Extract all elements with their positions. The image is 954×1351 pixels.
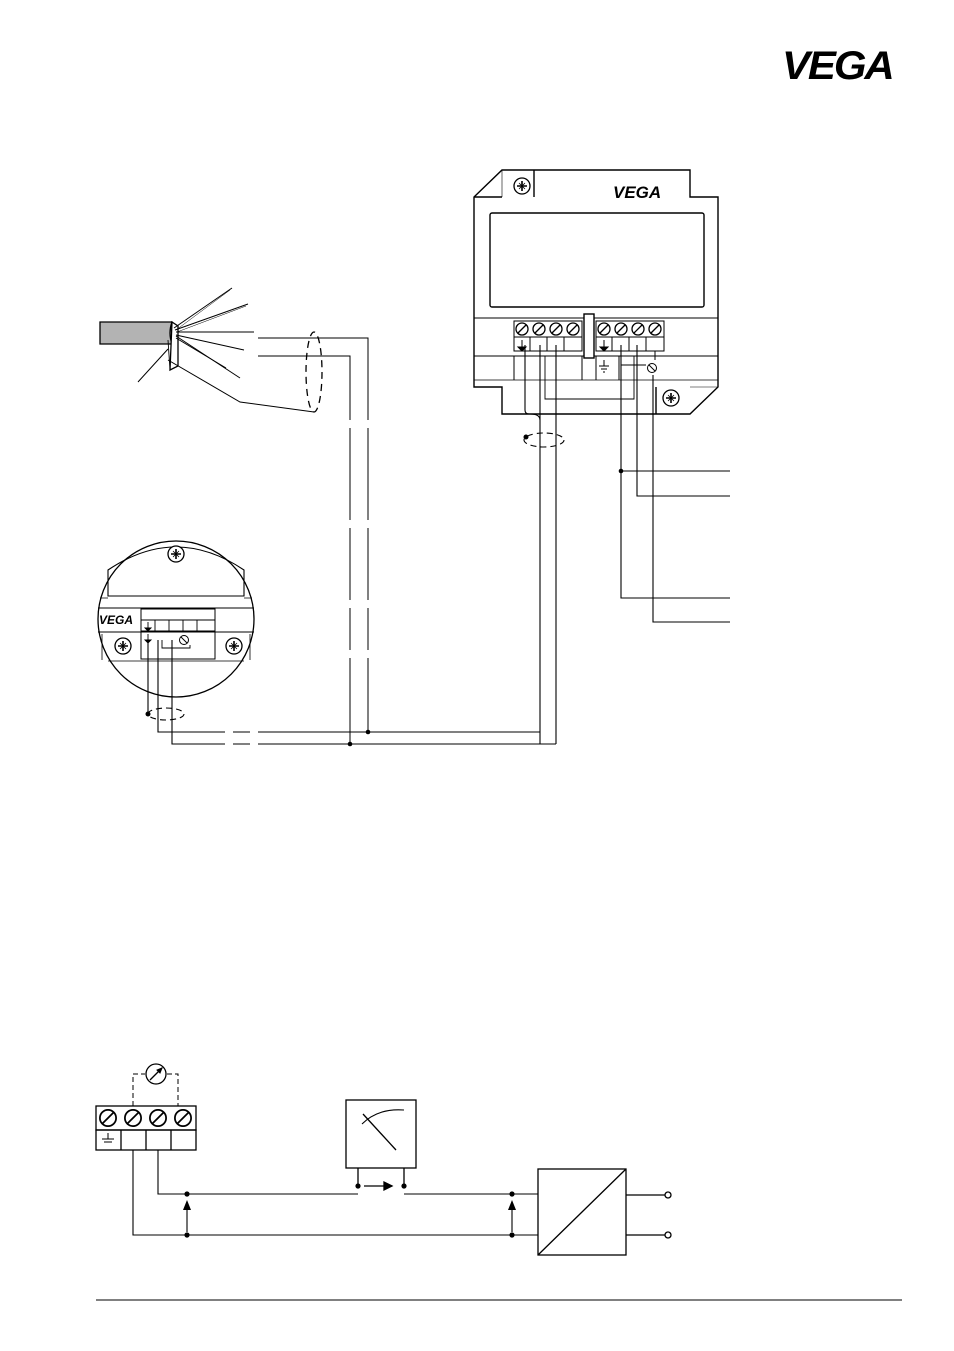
terminal-screw-icon [100,1110,116,1126]
terminal-screw-icon [533,323,545,335]
indicator-connector-icon [180,636,189,645]
ground-icon [600,340,608,351]
sensor-brand-label: VEGA [99,613,133,627]
junction-dot [509,1191,514,1196]
terminal-screw-icon [615,323,627,335]
housing-screw-icon [663,390,679,406]
junction-dot [184,1191,189,1196]
sensor-screw-icon [168,546,184,562]
housing-brand-label: VEGA [613,183,661,202]
junction-dot [366,730,371,735]
voltage-arrow-icon [508,1200,516,1210]
sensor-screw-icon [226,638,242,654]
cable-stripped [100,288,368,744]
indicator-instrument [346,1100,416,1190]
junction-dot [619,469,624,474]
junction-dot [401,1183,406,1188]
earth-icon [102,1133,114,1142]
terminal-screw-icon [598,323,610,335]
terminal-screw-icon [567,323,579,335]
terminal-screw-icon [632,323,644,335]
junction-dot [524,435,529,440]
junction-dot [184,1232,189,1237]
ground-icon [145,634,151,643]
converter-block [538,1169,671,1255]
terminal-screw-icon [649,323,661,335]
gauge-connection [133,1064,178,1106]
indicator-connector-icon [648,364,657,373]
terminal-screw-icon [150,1110,166,1126]
voltage-arrow-icon [183,1200,191,1210]
terminal-screw-icon [175,1110,191,1126]
junction-dot [509,1232,514,1237]
schematic-wires [133,1150,538,1235]
sensor-wires [148,640,556,744]
sensor-screw-icon [115,638,131,654]
ground-icon [145,622,151,631]
wire-break-marks [225,420,368,744]
junction-dot [355,1183,360,1188]
junction-dot [348,742,353,747]
junction-dot [146,712,151,717]
terminal-screw-icon [550,323,562,335]
housing-screw-icon [514,178,530,194]
terminal-screw-icon [125,1110,141,1126]
terminal-screw-icon [516,323,528,335]
earth-icon [599,360,609,372]
